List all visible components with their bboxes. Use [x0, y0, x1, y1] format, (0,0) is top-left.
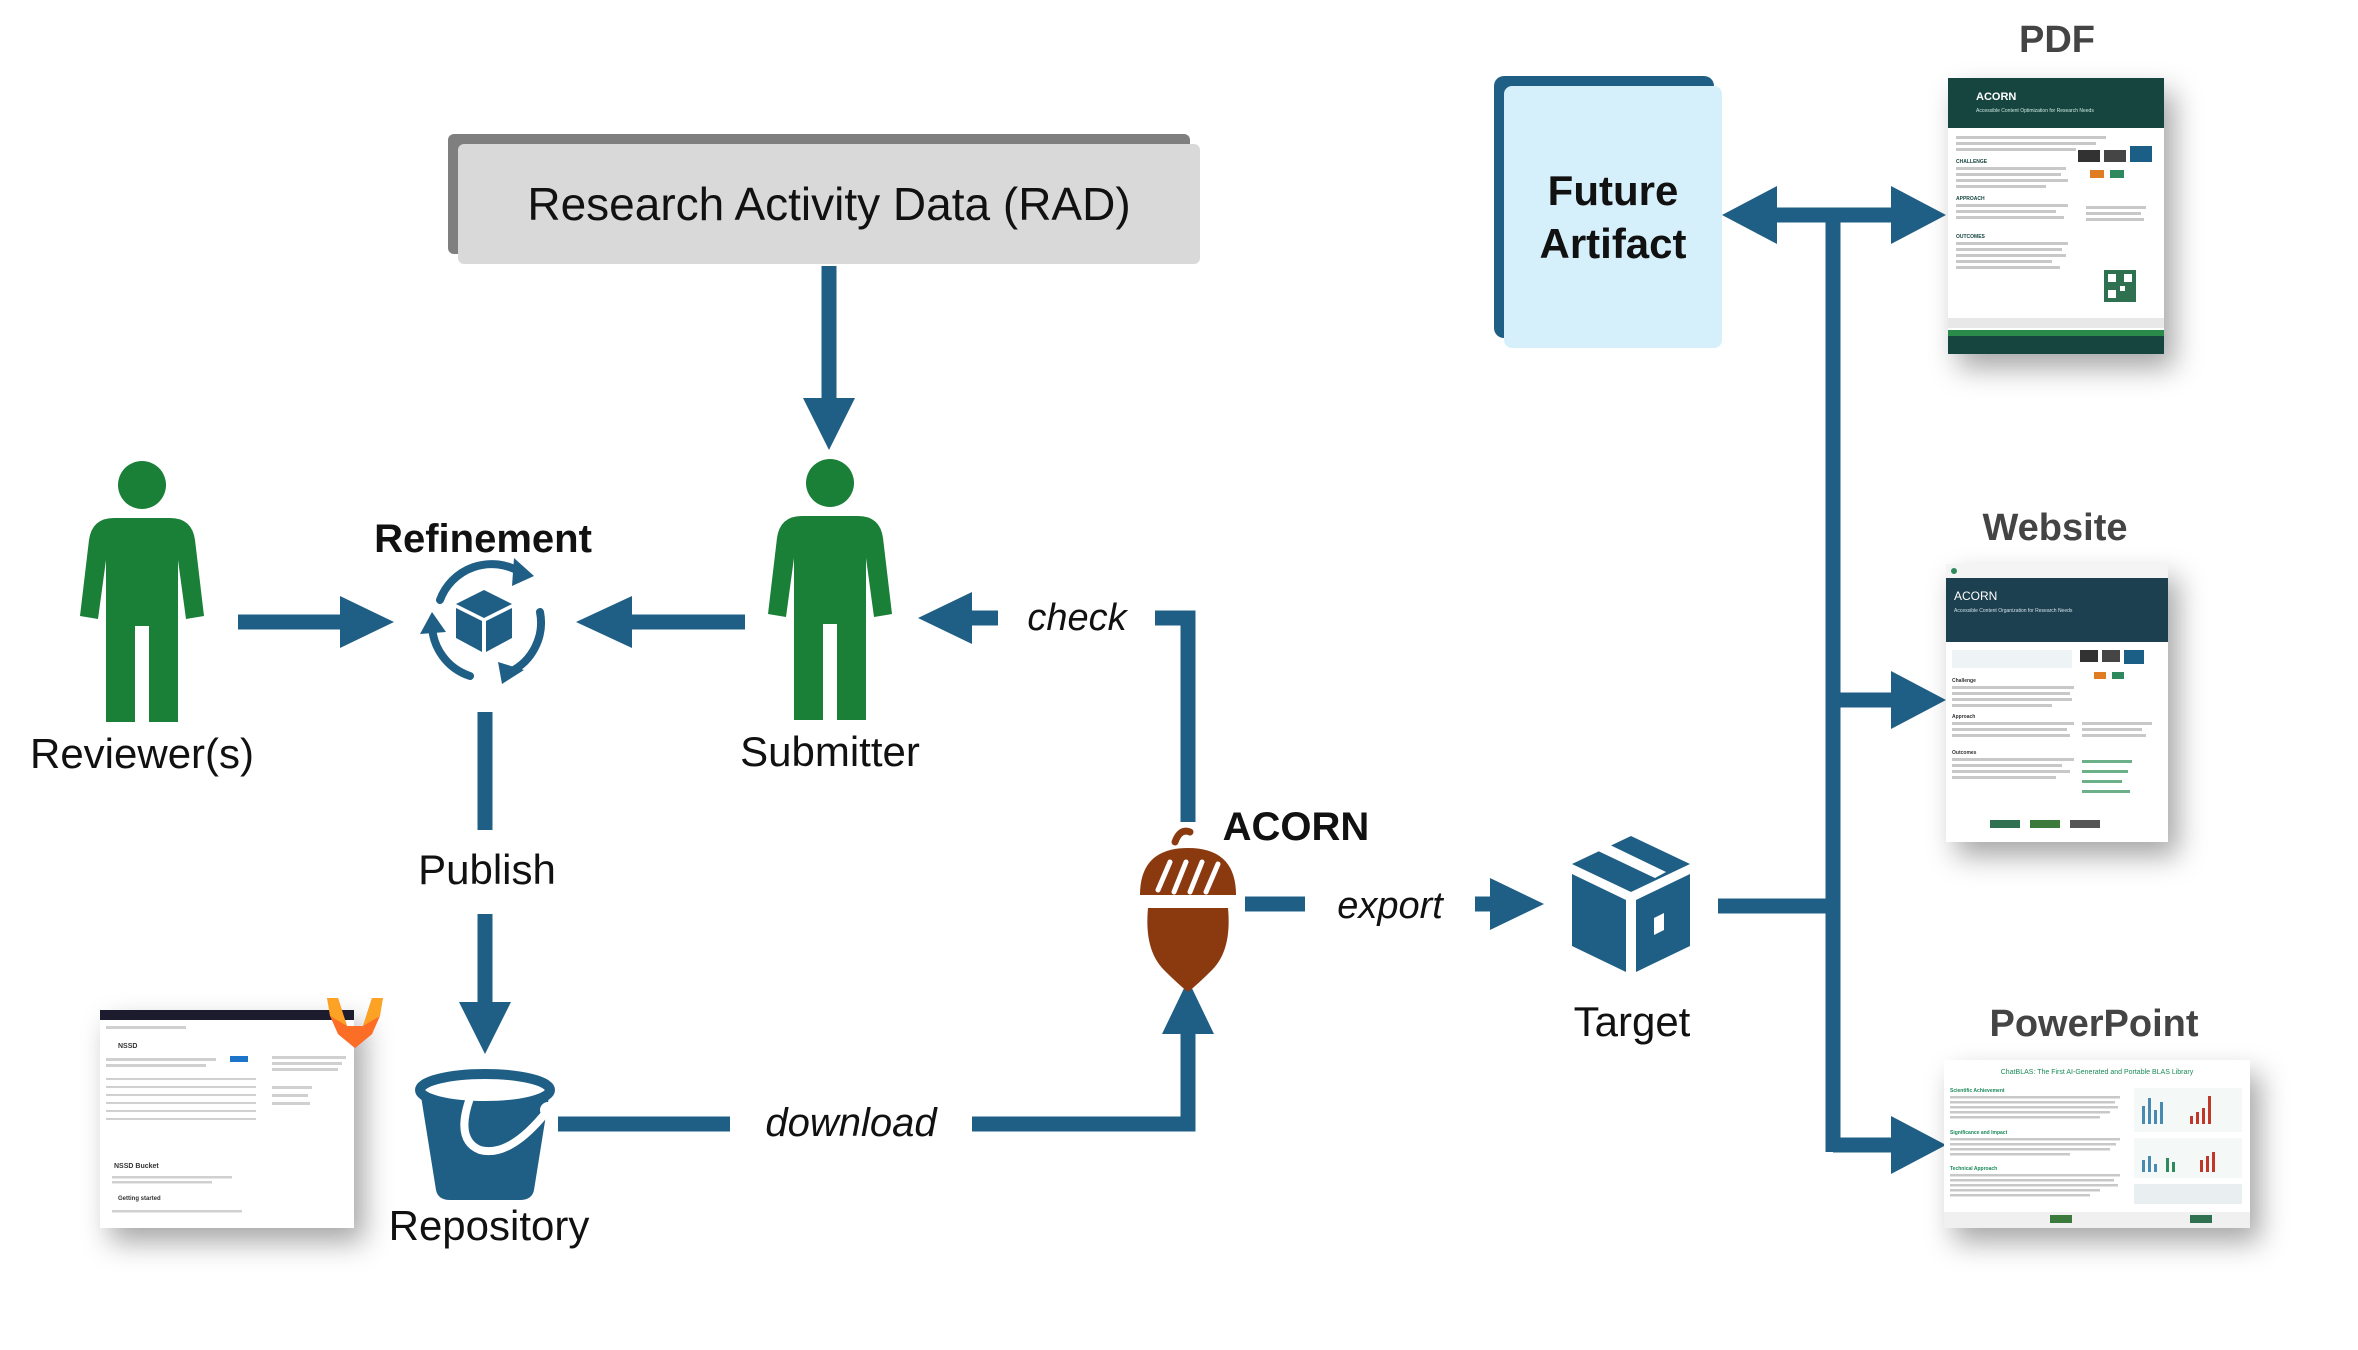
pdf-header	[1948, 78, 2164, 128]
arrowhead-right-target	[1490, 878, 1544, 930]
gitlab-thumb-bucket: NSSD Bucket	[114, 1163, 159, 1170]
target-label: Target	[1574, 998, 1691, 1045]
reviewers-label: Reviewer(s)	[30, 730, 254, 777]
website-thumb-section-1: Challenge	[1952, 678, 1976, 684]
powerpoint-label: PowerPoint	[1989, 1003, 2198, 1045]
pdf-thumb-subtitle: Accessible Content Optimization for Rese…	[1976, 108, 2094, 114]
website-thumb-diagram	[2080, 650, 2144, 679]
submitter-person-icon	[768, 459, 892, 720]
gitlab-thumb-getting-started: Getting started	[118, 1196, 161, 1202]
arrowhead-right-website	[1891, 671, 1946, 729]
future-artifact-box: Future Artifact	[1494, 76, 1722, 348]
pdf-thumbnail: ACORN Accessible Content Optimization fo…	[1948, 78, 2164, 354]
future-artifact-label-line1: Future	[1548, 167, 1679, 214]
pdf-label: PDF	[2019, 19, 2095, 61]
ppt-thumb-section-1: Scientific Achievement	[1950, 1088, 2005, 1094]
website-thumb-subtitle: Accessible Content Organization for Rese…	[1954, 608, 2073, 614]
gitlab-icon	[327, 998, 383, 1048]
arrowhead-down-repository	[459, 1002, 511, 1054]
website-thumb-section-3: Outcomes	[1952, 750, 1977, 756]
arrowhead-down-submitter	[803, 398, 855, 450]
pdf-thumb-diagram	[2078, 146, 2152, 178]
arrow-download-right	[972, 1032, 1196, 1132]
website-label: Website	[1982, 507, 2127, 549]
arrowhead-left-future	[1722, 186, 1777, 244]
rad-box-face	[458, 144, 1200, 264]
arrowhead-right-powerpoint	[1891, 1116, 1946, 1174]
repository-label: Repository	[389, 1202, 590, 1249]
pdf-thumb-title: ACORN	[1976, 91, 2016, 103]
website-thumb-title: ACORN	[1954, 589, 1997, 603]
ppt-thumb-title: ChatBLAS: The First AI-Generated and Por…	[2001, 1069, 2194, 1076]
publish-label: Publish	[418, 846, 556, 893]
rad-label: Research Activity Data (RAD)	[527, 178, 1130, 230]
refinement-label: Refinement	[374, 517, 592, 561]
reviewer-person-icon	[80, 461, 204, 722]
repository-bucket-icon	[415, 1069, 556, 1200]
acorn-icon	[1140, 827, 1236, 992]
download-label: download	[765, 1101, 938, 1145]
ppt-thumb-section-3: Technical Approach	[1950, 1166, 1997, 1172]
arrowhead-up-acorn	[1162, 980, 1214, 1034]
target-box-icon	[1572, 836, 1690, 972]
future-artifact-face	[1504, 86, 1722, 348]
arrowhead-right-refinement	[340, 596, 394, 648]
website-header	[1946, 578, 2168, 642]
export-label: export	[1337, 885, 1444, 927]
website-thumbnail: ACORN Accessible Content Organization fo…	[1946, 564, 2168, 842]
pdf-thumb-section-2: APPROACH	[1956, 196, 1985, 202]
refinement-box-icon	[456, 590, 512, 652]
arrowhead-left-refinement	[576, 596, 632, 648]
pdf-thumb-section-3: OUTCOMES	[1956, 234, 1986, 240]
check-label: check	[1027, 597, 1128, 639]
arrow-check-line	[1155, 610, 1196, 822]
acorn-label: ACORN	[1223, 805, 1370, 849]
ppt-thumb-bar-charts	[2134, 1088, 2242, 1204]
pdf-thumb-section-1: CHALLENGE	[1956, 159, 1988, 165]
arrowhead-left-submitter	[918, 592, 972, 644]
ppt-thumb-section-2: Significance and Impact	[1950, 1130, 2008, 1136]
flow-arrows	[238, 186, 1946, 1174]
powerpoint-thumbnail: ChatBLAS: The First AI-Generated and Por…	[1944, 1060, 2250, 1228]
website-thumb-section-2: Approach	[1952, 714, 1975, 720]
refinement-cycle-icon	[420, 558, 545, 684]
arrowhead-right-pdf	[1891, 186, 1946, 244]
gitlab-thumb-project: NSSD	[118, 1043, 137, 1050]
gitlab-repository-thumbnail: NSSD NSSD Bucket Getting started	[100, 1010, 354, 1228]
submitter-label: Submitter	[740, 728, 920, 775]
rad-box: Research Activity Data (RAD)	[448, 134, 1200, 264]
future-artifact-label-line2: Artifact	[1539, 220, 1686, 267]
